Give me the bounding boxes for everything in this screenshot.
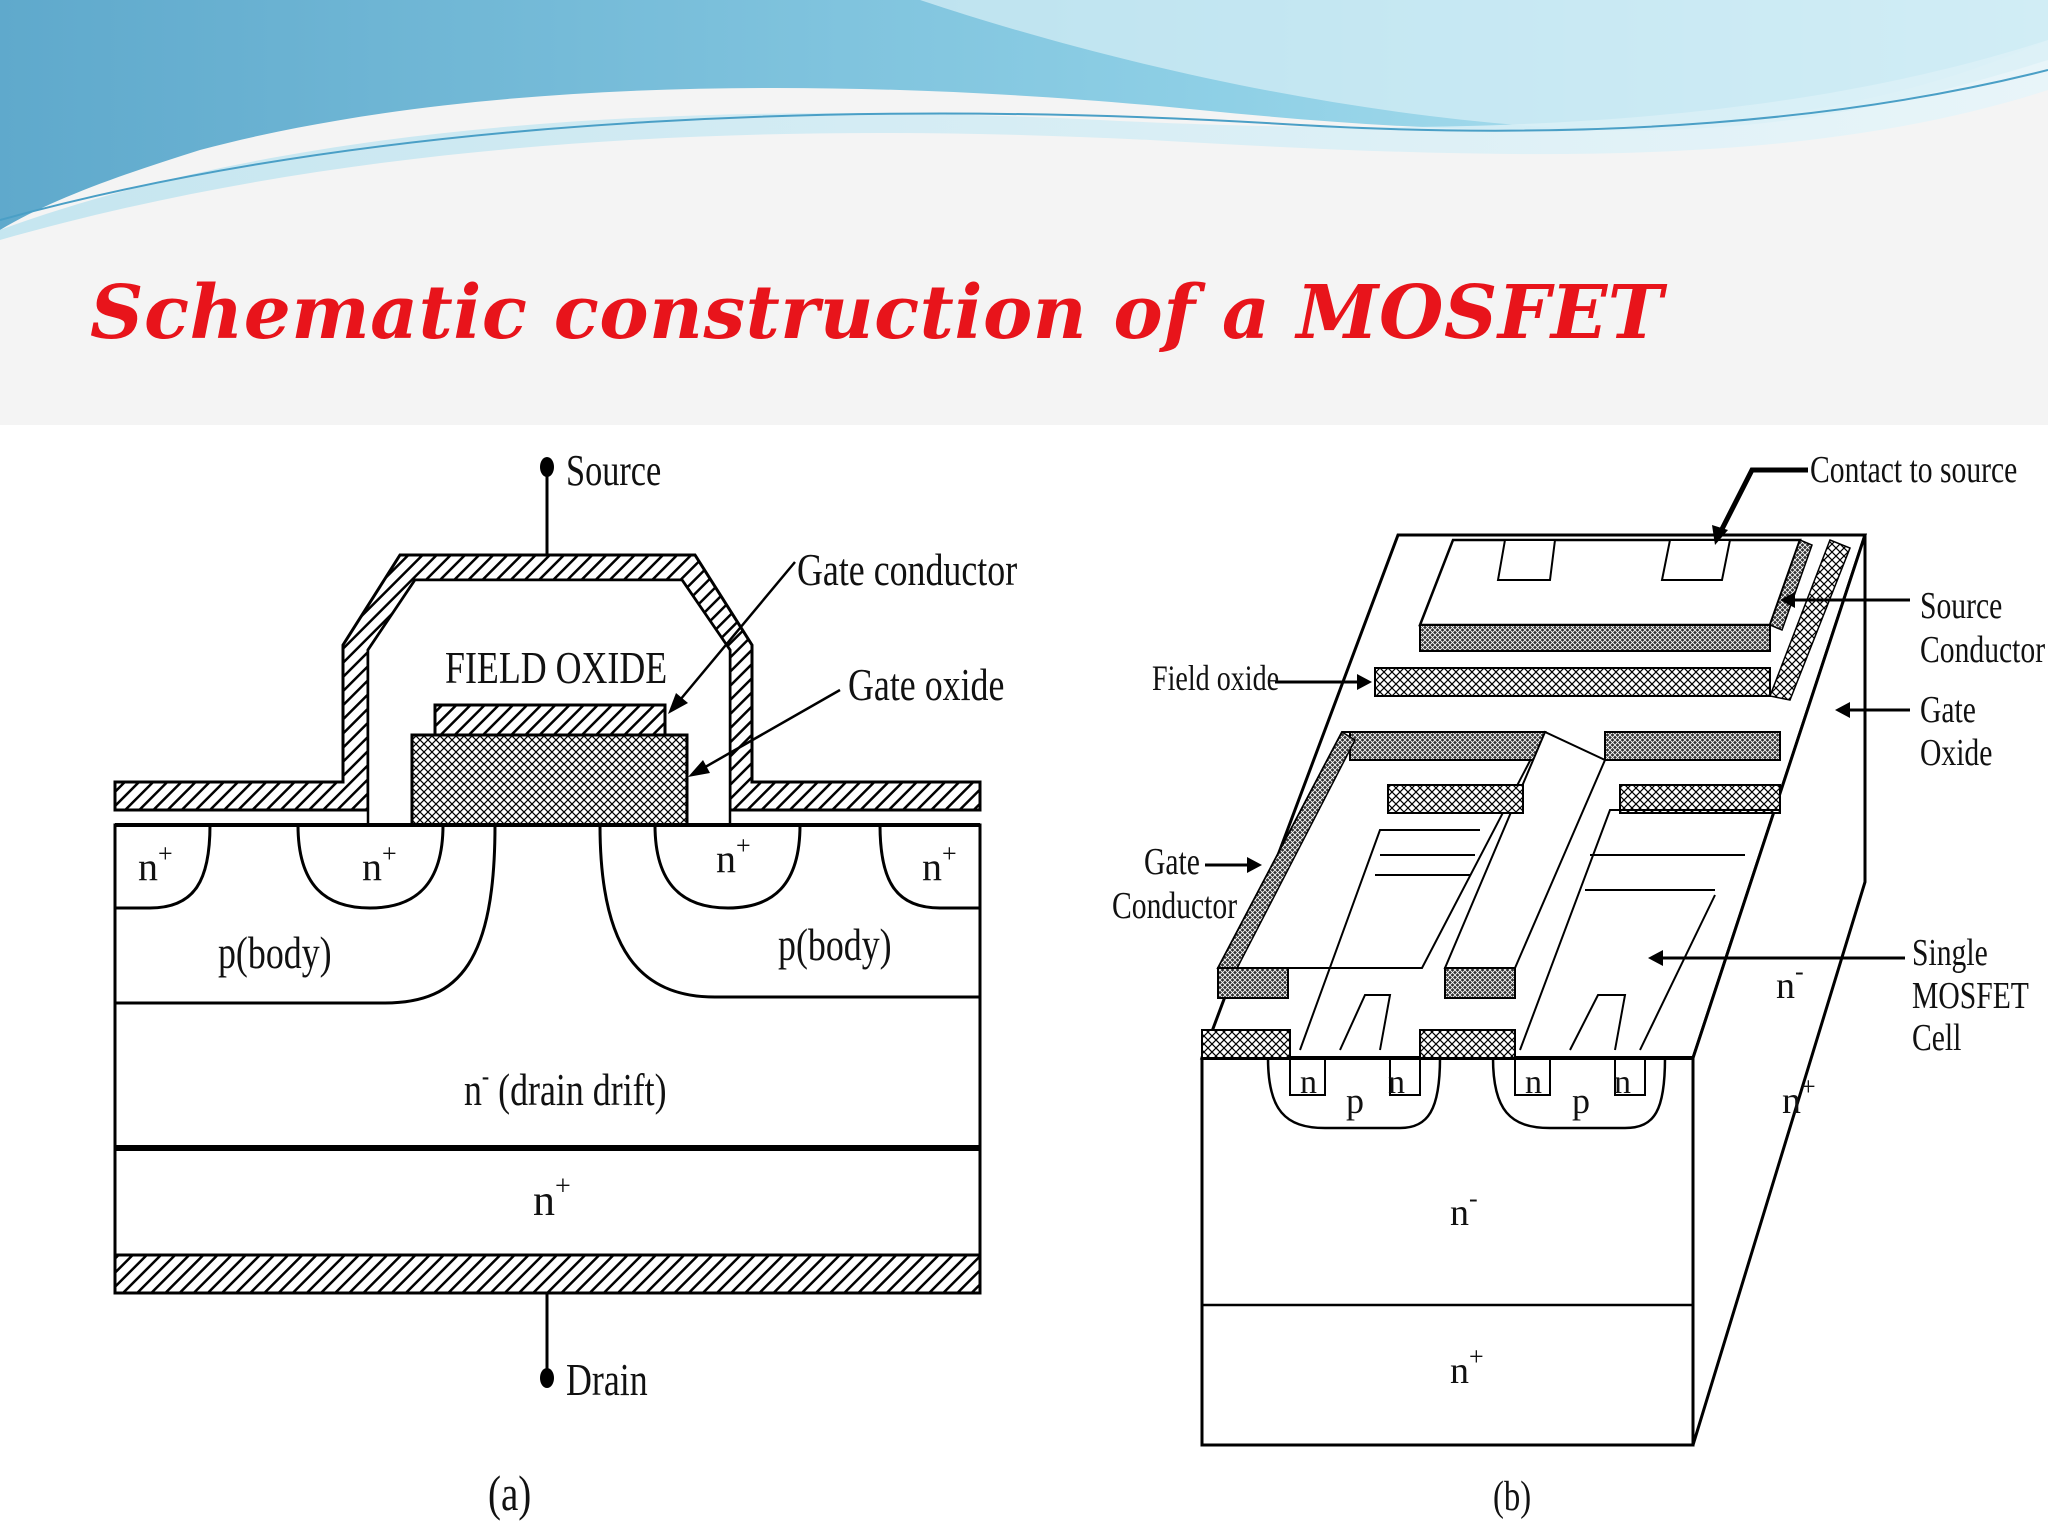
p-body-right-label: p(body): [778, 919, 892, 971]
cell-p-label-2: p: [1572, 1081, 1590, 1121]
source-label: Source: [566, 446, 661, 495]
cell-p-label-1: p: [1346, 1081, 1364, 1121]
b-n-minus-side-label: n-: [1776, 957, 1804, 1007]
header-wave-decoration: [0, 0, 2048, 240]
figure-b-3d-structure: n p n n p n n- n+ n- n+ Contact to sourc…: [1112, 450, 2046, 1520]
slide-title: Schematic construction of a MOSFET: [90, 270, 1664, 356]
n-plus-label-4: n+: [922, 839, 957, 889]
gate-conductor-b-label-1: Gate: [1144, 842, 1200, 883]
field-oxide-b-label: Field oxide: [1152, 658, 1279, 698]
cell-n-label-1: n: [1300, 1064, 1317, 1101]
cell-n-label-3: n: [1525, 1064, 1542, 1101]
field-oxide-label: FIELD OXIDE: [445, 642, 667, 693]
gate-oxide-b-label-1: Gate: [1920, 690, 1976, 731]
gate-conductor-label: Gate conductor: [797, 544, 1017, 595]
single-mosfet-label-3: Cell: [1912, 1018, 1961, 1059]
n-plus-label-3: n+: [716, 831, 751, 881]
figure-b-caption: (b): [1493, 1473, 1531, 1520]
drain-label: Drain: [566, 1354, 648, 1405]
b-n-plus-side-label: n+: [1782, 1072, 1816, 1122]
source-conductor-label-1: Source: [1920, 586, 2002, 627]
n-plus-substrate-label: n+: [533, 1171, 571, 1225]
n-plus-label-1: n+: [138, 839, 173, 889]
gate-oxide-b-label-2: Oxide: [1920, 733, 1992, 774]
source-conductor-label-2: Conductor: [1920, 630, 2046, 671]
single-mosfet-label-2: MOSFET: [1912, 976, 2029, 1017]
gate-oxide-label: Gate oxide: [848, 659, 1004, 710]
cell-n-label-2: n: [1388, 1064, 1405, 1101]
n-plus-label-2: n+: [362, 839, 397, 889]
figure-a-cross-section: Source FIELD OXIDE Gate conductor Gate o…: [113, 446, 1017, 1521]
contact-to-source-label: Contact to source: [1810, 450, 2017, 491]
cell-n-label-4: n: [1614, 1064, 1631, 1101]
gate-conductor-b-label-2: Conductor: [1112, 886, 1238, 927]
drain-drift-label: n- (drain drift): [464, 1062, 667, 1117]
single-mosfet-label-1: Single: [1912, 933, 1988, 974]
b-n-plus-front-label: n+: [1450, 1342, 1484, 1392]
p-body-left-label: p(body): [218, 927, 332, 979]
figure-a-caption: (a): [488, 1465, 531, 1521]
b-n-minus-front-label: n-: [1450, 1184, 1478, 1234]
